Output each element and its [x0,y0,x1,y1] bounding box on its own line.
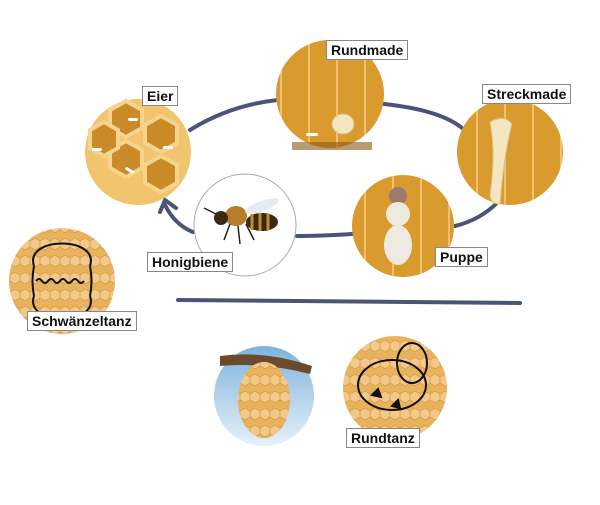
divider-line [176,298,522,305]
label-honeybee: Honigbiene [147,252,234,272]
waggle-dance-circle [9,228,115,334]
label-stretched-larva: Streckmade [482,84,572,104]
round-dance-circle [343,336,447,440]
honeybee-circle [193,173,297,277]
label-pupa: Puppe [435,247,488,267]
label-round-larva: Rundmade [326,40,409,60]
cycle-arrow [158,98,500,238]
stretched-larva-circle [457,99,563,205]
label-eggs: Eier [142,86,179,106]
pupa-circle [352,175,454,277]
wild-hive-circle [214,346,314,446]
round-larva-circle [276,40,384,150]
bee-icon [203,198,280,245]
label-waggle-dance: Schwänzeltanz [27,311,137,331]
eggs-circle [85,98,191,205]
label-round-dance: Rundtanz [346,428,420,448]
